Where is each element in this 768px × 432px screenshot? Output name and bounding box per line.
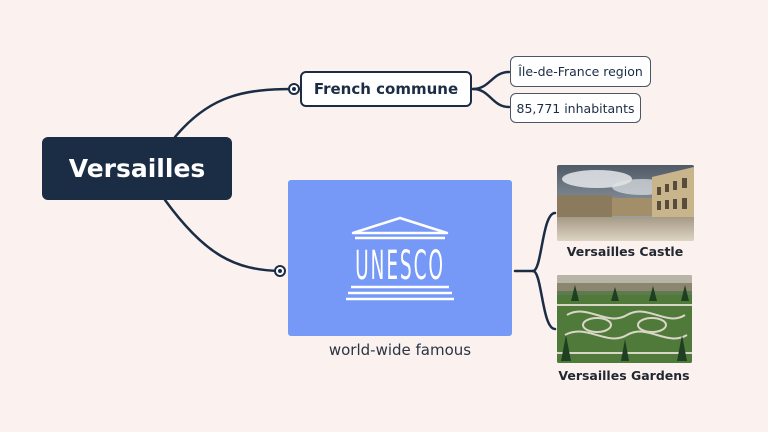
gardens-photo-illustration: [557, 275, 692, 363]
connector-commune-inhabitants: [471, 87, 511, 109]
connector-root-commune: [173, 87, 296, 139]
unesco-logo-text: UNESCO: [355, 243, 445, 289]
subtopic-inhabitants-label: 85,771 inhabitants: [516, 100, 635, 116]
subtopic-region[interactable]: Île-de-France region: [510, 56, 651, 87]
unesco-temple-icon: UNESCO: [346, 216, 454, 301]
subtopic-inhabitants[interactable]: 85,771 inhabitants: [510, 93, 641, 123]
connector-commune-region: [471, 70, 511, 91]
root-topic-label: Versailles: [68, 154, 206, 183]
topic-french-commune[interactable]: French commune: [300, 71, 472, 107]
versailles-gardens-photo[interactable]: [557, 275, 692, 363]
versailles-castle-photo[interactable]: [557, 165, 694, 241]
subtopic-region-label: Île-de-France region: [518, 64, 643, 79]
connector-famous-castle: [531, 211, 557, 273]
root-topic[interactable]: Versailles: [42, 137, 232, 200]
connector-famous-gardens: [531, 269, 557, 331]
connector-handle-famous: [274, 265, 286, 277]
connector-handle-commune: [288, 83, 300, 95]
topic-world-wide-famous-label: world-wide famous: [328, 341, 472, 359]
versailles-castle-caption: Versailles Castle: [566, 244, 684, 259]
versailles-gardens-caption: Versailles Gardens: [558, 368, 690, 383]
unesco-logo-image[interactable]: UNESCO: [288, 180, 512, 336]
castle-photo-illustration: [557, 165, 694, 241]
topic-french-commune-label: French commune: [313, 80, 459, 98]
connector-root-famous: [163, 198, 282, 273]
